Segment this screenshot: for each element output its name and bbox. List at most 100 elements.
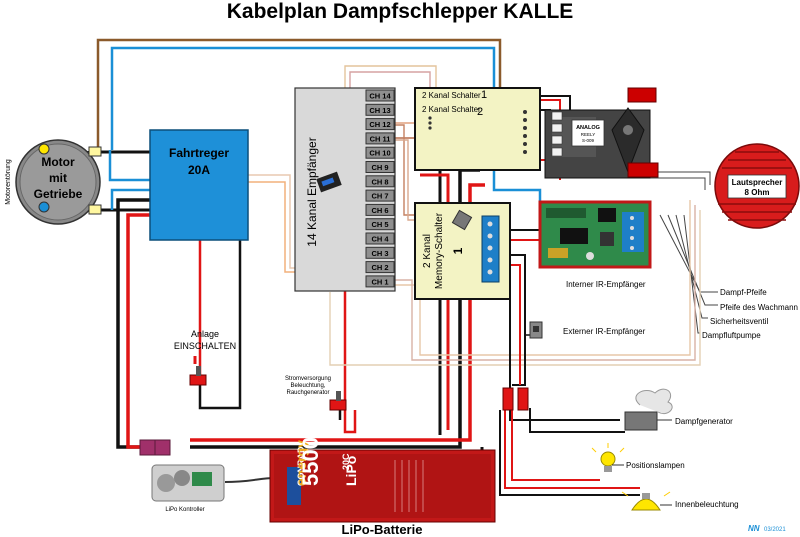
switch-num-2: 2 <box>477 106 483 118</box>
channel-slot <box>365 232 395 245</box>
servo-label-1: ANALOG <box>576 125 600 131</box>
channel-label: CH 13 <box>369 106 390 115</box>
channel-slot <box>365 146 395 159</box>
smoke-label: Dampfgenerator <box>675 417 733 426</box>
output-label-1: Dampf-Pfeife <box>720 288 767 297</box>
channel-list: CH 14 CH 13 CH 12 CH 11 CH 10 CH 9 CH 8 CH 7 CH … <box>365 89 395 288</box>
signature-date: 03/2021 <box>764 527 786 533</box>
battery-brand: CONRAD <box>296 446 306 486</box>
motor-terminal-minus <box>38 201 50 213</box>
lipo-battery: CONRAD energy 5500 LiPo 20C <box>269 437 496 523</box>
servo-label-plate <box>571 119 605 147</box>
esc-label-2: 20A <box>188 163 210 177</box>
aux-switch-label-1: Stromversorgung <box>285 376 331 382</box>
ir-external-label: Externer IR-Empfänger <box>563 327 646 336</box>
speaker: Lautsprecher 8 Ohm <box>714 143 800 229</box>
aux-switch-label-2: Beleuchtung, <box>290 383 325 389</box>
channel-slot <box>365 175 395 188</box>
speaker-label-2: 8 Ohm <box>745 188 770 197</box>
battery-capacity: 5500 <box>298 437 323 486</box>
speaker-label-plate <box>727 174 787 199</box>
memory-number: 1 <box>451 247 465 254</box>
battery-label: LiPo-Batterie <box>342 522 423 537</box>
output-label-4: Dampfluftpumpe <box>702 331 761 340</box>
two-channel-switch: 2 Kanal Schalter 1 2 Kanal Schalter 2 <box>414 87 541 171</box>
channel-slot <box>365 275 395 288</box>
channel-slot <box>365 189 395 202</box>
channel-slot <box>365 218 395 231</box>
channel-label: CH 14 <box>369 92 391 101</box>
aux-switch-label-3: Rauchgenerator <box>286 390 329 396</box>
channel-label: CH 5 <box>371 220 388 229</box>
position-lamp: Positionslampen <box>591 443 685 472</box>
esc-label-1: Fahrtreger <box>169 146 229 160</box>
interior-light-label: Innenbeleuchtung <box>675 500 739 509</box>
interior-lamp: Innenbeleuchtung <box>621 491 739 511</box>
channel-slot <box>365 132 395 145</box>
motor-label-3: Getriebe <box>34 187 83 201</box>
motor-terminal-plus <box>38 143 50 155</box>
main-switch-label-1: Anlage <box>191 329 219 339</box>
servo-label-3: S-009 <box>582 138 595 143</box>
motor-side-label: Motorentörung <box>5 159 12 205</box>
memory-button-icon <box>451 209 473 231</box>
memory-label-2: Memory-Schalter <box>434 212 445 289</box>
memory-switch: 2 Kanal Memory-Schalter 1 <box>414 202 511 300</box>
battery-brand-plate <box>287 467 301 505</box>
main-switch-label-2: EINSCHALTEN <box>174 341 236 351</box>
fuse-2 <box>517 387 529 411</box>
channel-label: CH 2 <box>371 263 388 272</box>
channel-label: CH 11 <box>370 134 391 143</box>
lipo-controller: LiPo Kontroller <box>151 464 225 513</box>
channel-label: CH 7 <box>371 192 388 201</box>
channel-slot <box>365 118 395 131</box>
speed-controller: Fahrtreger 20A <box>149 129 249 241</box>
channel-label: CH 4 <box>371 235 389 244</box>
lipo-controller-label: LiPo Kontroller <box>165 507 204 513</box>
channel-label: CH 3 <box>371 249 388 258</box>
receiver-module-icon <box>316 171 342 193</box>
diagram-title: Kabelplan Dampfschlepper KALLE <box>227 0 574 23</box>
switch-num-1: 1 <box>481 89 487 101</box>
position-lamps-label: Positionslampen <box>626 461 685 470</box>
output-label-3: Sicherheitsventil <box>710 317 768 326</box>
servo: ANALOG REELY S-009 <box>544 87 659 179</box>
battery-sub: energy <box>293 440 309 486</box>
signature: NN 03/2021 <box>748 524 786 533</box>
switch-label-1: 2 Kanal Schalter <box>422 91 481 100</box>
channel-slot <box>365 246 395 259</box>
servo-label-2: REELY <box>581 132 595 137</box>
speaker-label-1: Lautsprecher <box>732 178 783 187</box>
battery-type: LiPo <box>343 456 359 486</box>
output-labels: Dampf-Pfeife Pfeife des Wachmann Sicherh… <box>702 288 798 340</box>
servo-connector-top <box>627 87 657 103</box>
receiver-label: 14 Kanal Empfänger <box>305 137 319 246</box>
channel-label: CH 12 <box>369 120 390 129</box>
ir-external-sensor <box>529 321 543 339</box>
signature-initials: NN <box>748 524 760 533</box>
aux-switch[interactable]: Stromversorgung Beleuchtung, Rauchgenera… <box>285 376 347 411</box>
switch-label-2: 2 Kanal Schalter <box>422 105 481 114</box>
ir-internal-label: Interner IR-Empfänger <box>566 280 646 289</box>
battery-rating: 20C <box>341 453 351 470</box>
channel-label: CH 10 <box>369 149 390 158</box>
memory-label-1: 2 Kanal <box>422 234 433 268</box>
motor: Motor mit Getriebe Motorentörung <box>5 139 102 225</box>
ir-board <box>538 200 652 269</box>
channel-slot <box>365 89 395 102</box>
switch-terminals <box>428 110 527 154</box>
channel-label: CH 1 <box>371 277 388 286</box>
servo-connector-bottom <box>627 162 659 178</box>
main-switch[interactable]: Anlage EINSCHALTEN <box>174 329 236 386</box>
channel-label: CH 9 <box>371 163 388 172</box>
output-label-2: Pfeife des Wachmann <box>720 303 798 312</box>
motor-capacitor-bottom <box>88 204 102 215</box>
channel-slot <box>365 161 395 173</box>
channel-label: CH 8 <box>371 177 388 186</box>
channel-slot <box>365 203 395 216</box>
smoke-generator: Dampfgenerator <box>624 388 733 431</box>
motor-capacitor-top <box>88 146 102 157</box>
channel-slot <box>365 103 395 116</box>
